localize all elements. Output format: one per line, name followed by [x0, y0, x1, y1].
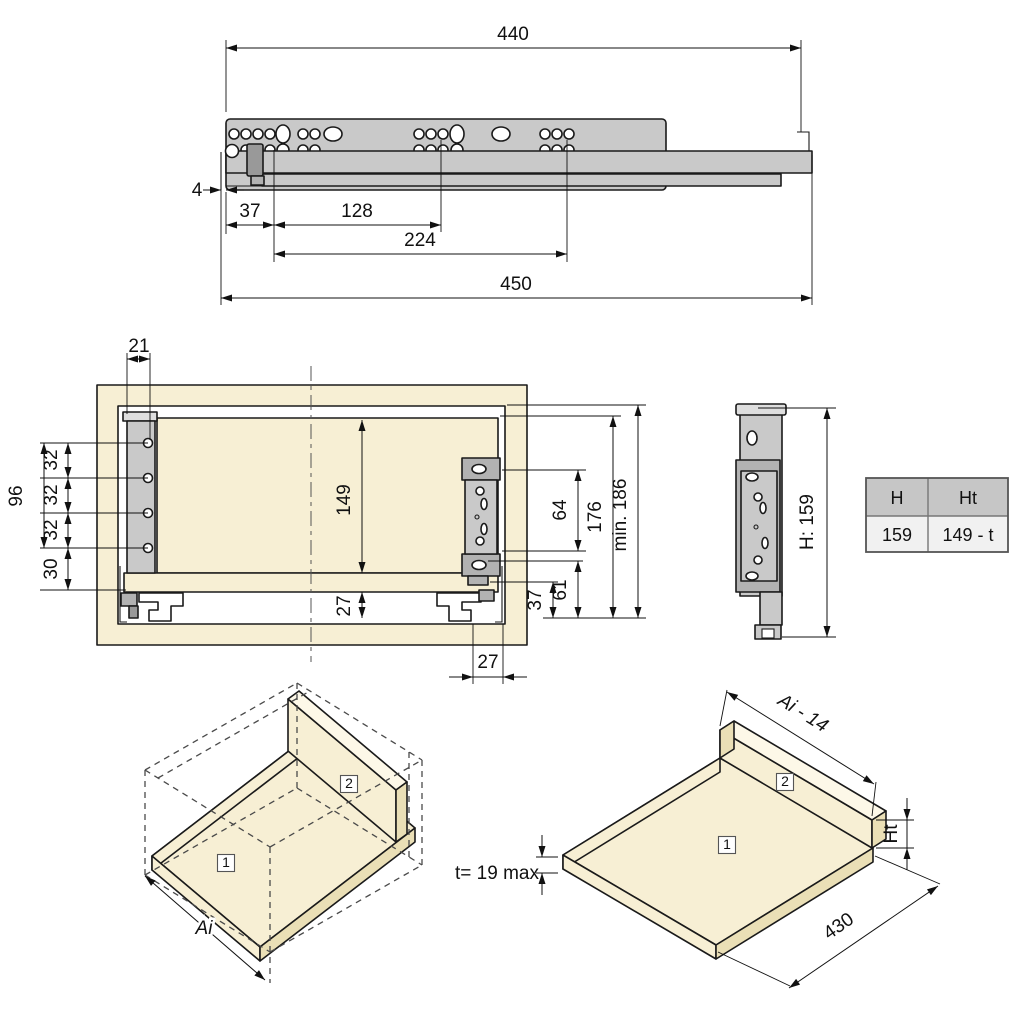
dim-label-96: 96 — [6, 485, 27, 506]
dim-21: 21 — [126, 336, 151, 440]
dim-4: 4 — [192, 180, 244, 305]
tag-box-1r — [717, 835, 737, 855]
iso-right-tag-1: 1 — [723, 836, 731, 852]
dim-27-bottom: 27 — [449, 624, 527, 684]
dim-label-min-186: min. 186 — [610, 479, 631, 552]
table-value-ht: 149 - t — [942, 525, 993, 545]
table-header-ht: Ht — [959, 488, 977, 508]
dim-440: 440 — [225, 24, 802, 132]
dim-t-19-max: t= 19 max — [455, 835, 558, 895]
dim-label-32-2: 32 — [41, 484, 62, 505]
slide-drawer-bar — [225, 150, 813, 174]
dim-label-64: 64 — [550, 499, 571, 521]
dim-128: 128 — [274, 140, 442, 232]
dim-label-ht: Ht — [881, 824, 902, 844]
dim-h-159: H: 159 — [758, 407, 836, 638]
iso-left-dashed-cabinet — [144, 682, 423, 983]
dim-label-ai: Ai — [195, 918, 214, 939]
iso-left-tag-1: 1 — [222, 854, 230, 870]
slide-latch-foot — [250, 175, 265, 186]
dim-label-32-3: 32 — [41, 519, 62, 540]
iso-panels-view: 1 2 Ai - 14 Ht 430 — [455, 689, 941, 989]
iso-right-tag-2: 2 — [781, 773, 789, 789]
bottom-slide-profiles — [119, 566, 503, 623]
dim-224: 224 — [274, 140, 568, 262]
slide-hole-row-upper — [228, 124, 575, 144]
left-rail-cap — [122, 411, 158, 422]
dim-37: 37 — [226, 150, 275, 262]
slide-front-hole — [224, 143, 240, 159]
dim-label-t-19-max: t= 19 max — [455, 863, 539, 884]
dim-label-224: 224 — [404, 230, 436, 251]
profile-top-cap — [735, 403, 787, 416]
table-header-h: H — [891, 488, 904, 508]
dim-450: 450 — [221, 155, 813, 305]
dim-label-176: 176 — [585, 501, 606, 533]
dim-label-440: 440 — [497, 24, 529, 45]
iso-left-tag-2: 2 — [345, 775, 353, 791]
left-dim-chain: 96 32 32 32 30 — [6, 442, 148, 591]
right-dim-group: 64 61 37 176 min. 186 — [488, 404, 646, 619]
tag-box-1 — [216, 853, 236, 873]
tag-box-2 — [339, 774, 359, 794]
iso-cabinet-view: 1 2 Ai — [144, 682, 423, 983]
slide-rail-side-view: 440 4 37 128 224 450 — [192, 24, 813, 305]
drawer-front-panel — [156, 417, 499, 574]
dim-label-37-right: 37 — [525, 589, 546, 610]
left-hook-profile — [138, 592, 184, 622]
dim-label-37: 37 — [239, 201, 260, 222]
dim-label-450: 450 — [500, 274, 532, 295]
slide-rear-hook — [797, 131, 810, 151]
dim-label-30: 30 — [41, 558, 62, 579]
slide-intermediate-bar — [261, 173, 782, 187]
drawer-front-section-view: 21 96 32 32 32 30 149 27 — [6, 336, 646, 684]
right-bracket — [461, 457, 501, 586]
dim-label-4: 4 — [192, 180, 203, 201]
dim-ai: Ai — [144, 875, 266, 981]
dim-label-ai-14: Ai - 14 — [773, 689, 832, 736]
spec-table: H Ht 159 149 - t — [865, 477, 1009, 553]
dim-label-128: 128 — [341, 201, 373, 222]
slide-front-latch — [246, 143, 264, 177]
dim-27-inner: 27 — [334, 592, 366, 618]
iso-left-back-panel-end — [395, 781, 408, 843]
dim-label-h-159: H: 159 — [797, 494, 818, 550]
dim-label-61: 61 — [550, 579, 571, 600]
dim-label-21: 21 — [128, 336, 149, 357]
dim-label-430: 430 — [820, 909, 858, 944]
table-value-h: 159 — [882, 525, 912, 545]
profile-lower-neck — [759, 591, 783, 626]
dim-label-149: 149 — [334, 484, 355, 516]
dim-label-32-1: 32 — [41, 449, 62, 470]
dim-label-27-inner: 27 — [334, 595, 355, 616]
right-hook-profile — [436, 592, 482, 622]
dim-ht: Ht — [876, 798, 914, 870]
dim-label-27-bottom: 27 — [477, 652, 498, 673]
bracket-side-profile-view: H: 159 — [735, 403, 836, 640]
dim-149: 149 — [334, 420, 366, 573]
